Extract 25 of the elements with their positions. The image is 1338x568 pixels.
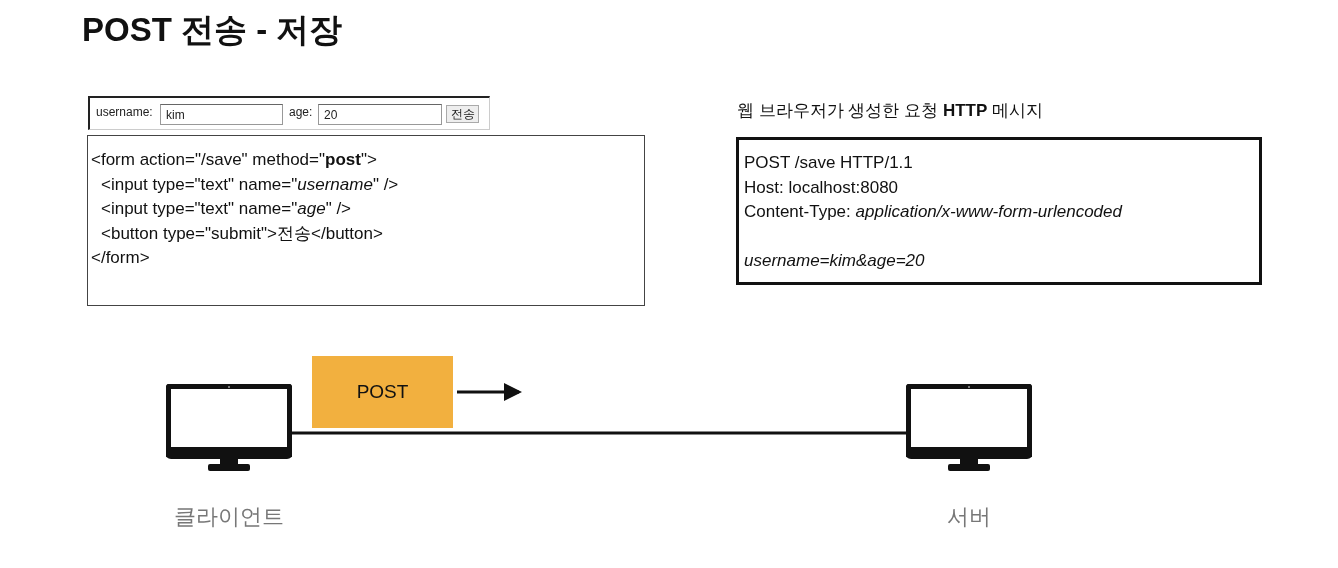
method-box: POST <box>312 356 453 428</box>
code-line: </form> <box>91 247 151 269</box>
title: POST 전송 - 저장 <box>82 10 343 50</box>
node-label: 서버 <box>946 503 992 531</box>
input-field: 20 <box>318 104 442 125</box>
computer-node <box>166 384 292 530</box>
code-line: <input type="text" name="username" /> <box>100 173 400 196</box>
node-label: 클라이언트 <box>173 503 285 531</box>
message-line: POST /save HTTP/1.1 <box>744 152 914 174</box>
message-line: Content-Type: application/x-www-form-urlencoded <box>744 201 1124 223</box>
code-box <box>87 135 645 306</box>
field-label: age: <box>289 105 313 119</box>
field-label: username: <box>96 105 153 119</box>
connection-line <box>292 431 906 435</box>
form-panel <box>88 96 490 130</box>
code-line: <input type="text" name="age" /> <box>100 198 353 220</box>
message-line: Host: localhost:8080 <box>744 176 900 199</box>
code-line: <button type="submit">전송</button> <box>100 222 384 245</box>
code-line: <form action="/save" method="post"> <box>91 149 378 171</box>
input-field: kim <box>160 104 283 125</box>
direction-arrow <box>457 383 522 401</box>
computer-node <box>906 384 1032 530</box>
message-line: username=kim&age=20 <box>744 250 926 272</box>
panel-heading: 웹 브라우저가 생성한 요청 HTTP 메시지 <box>737 100 1044 122</box>
submit-button: 전송 <box>446 105 479 123</box>
